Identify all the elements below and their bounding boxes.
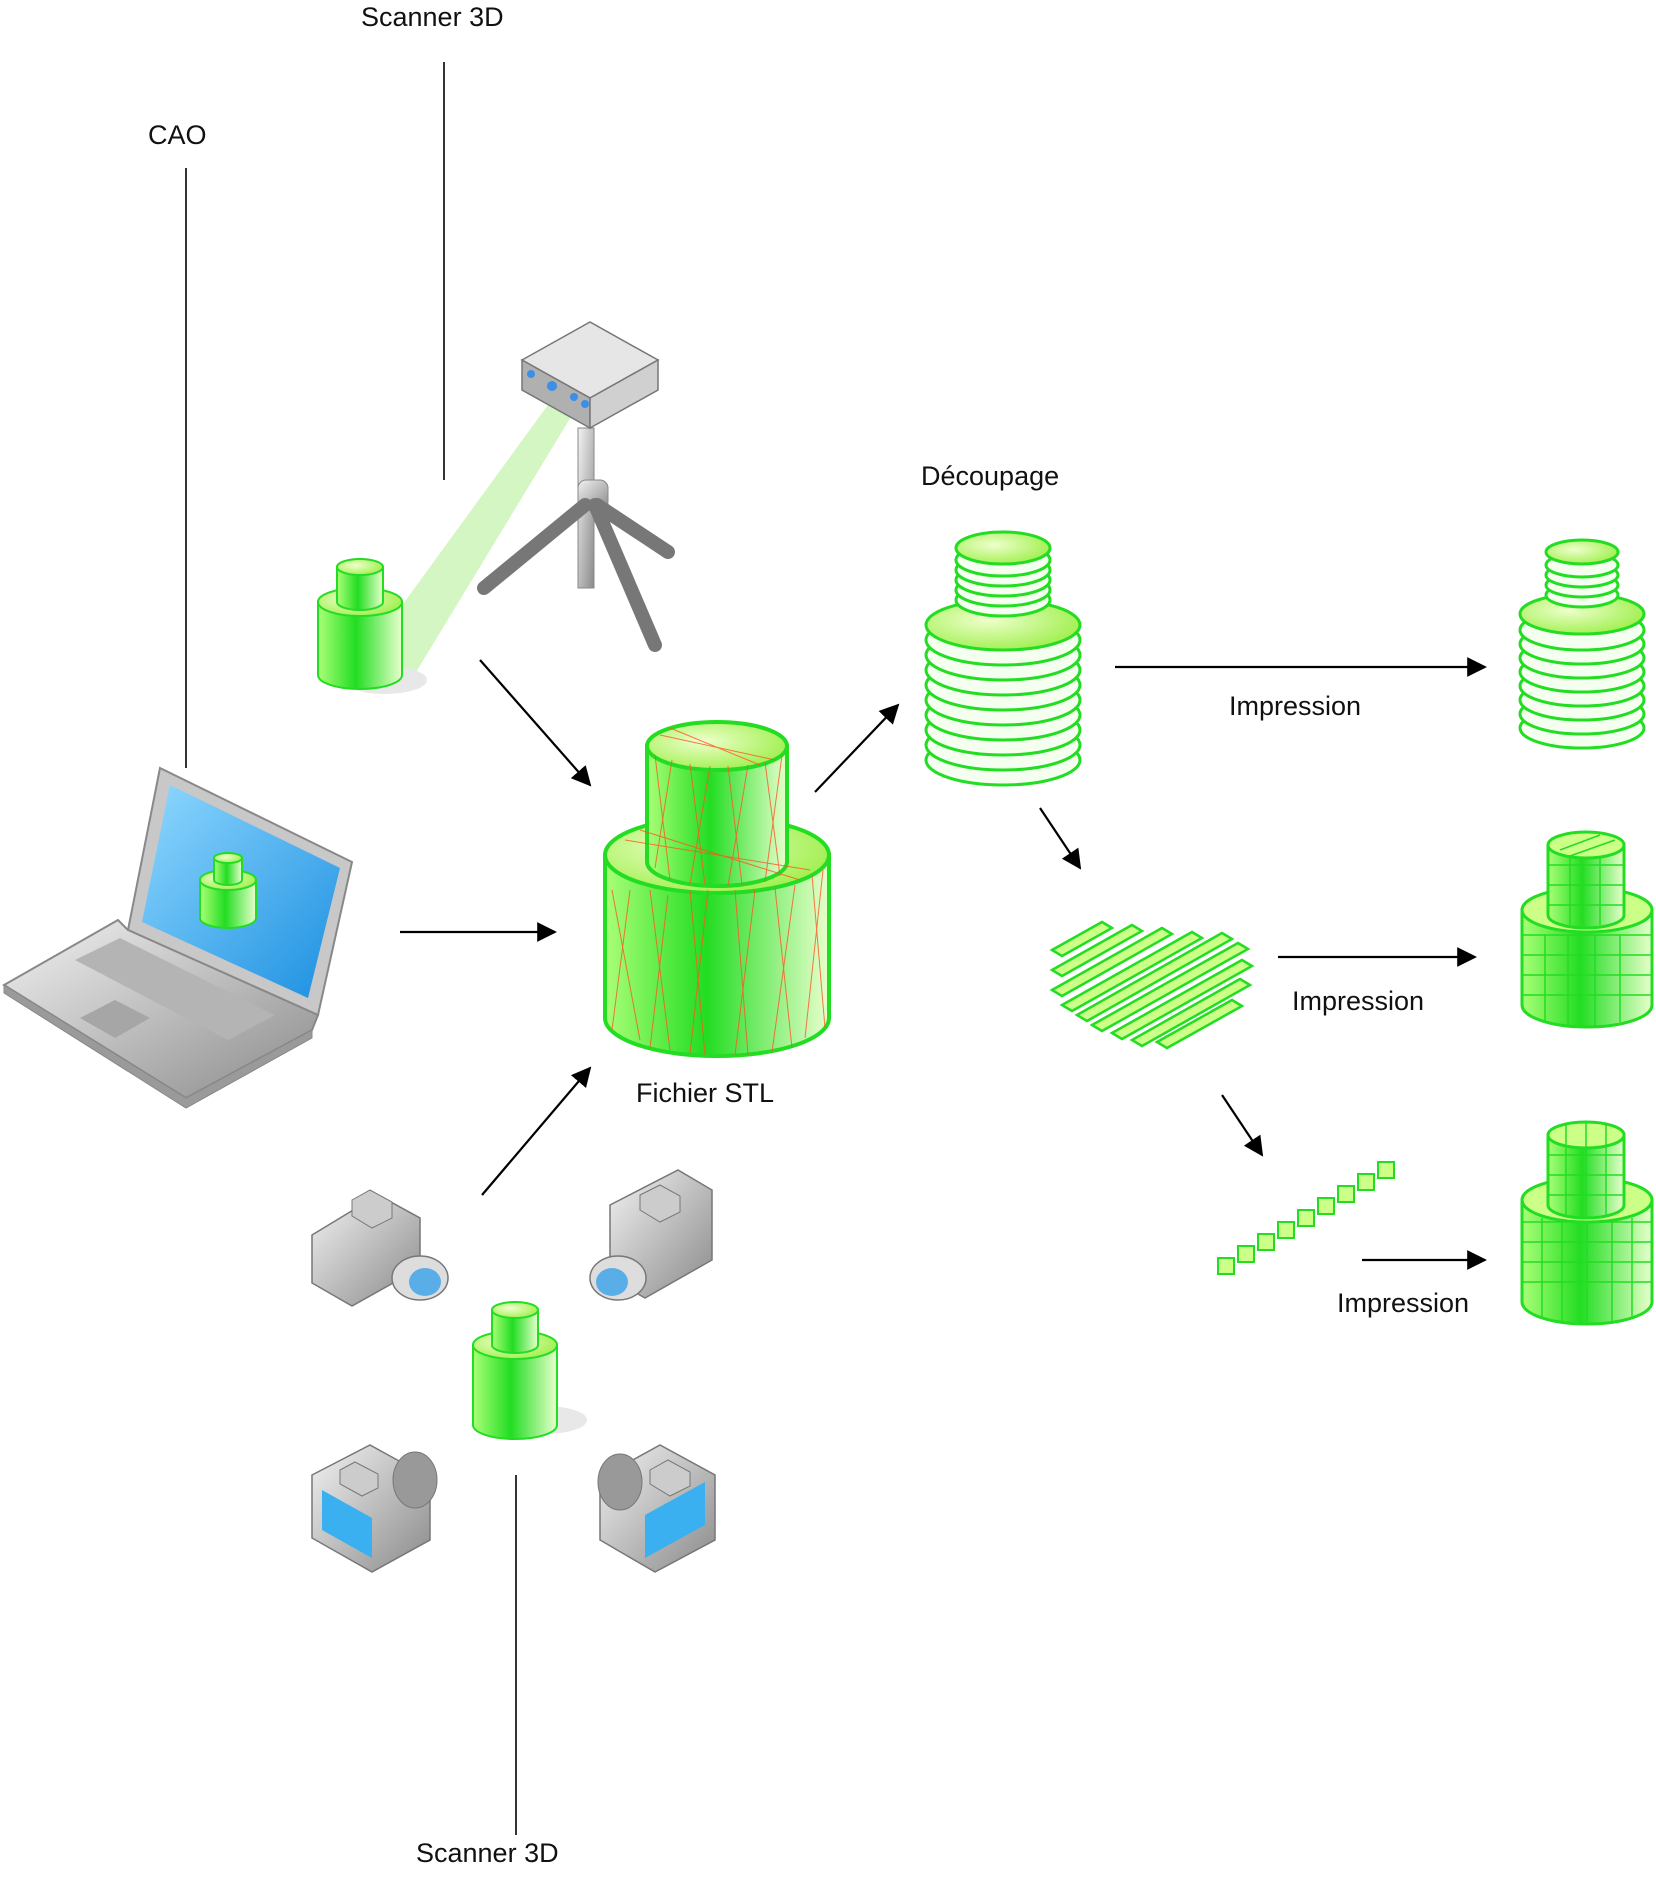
label-cao: CAO <box>148 120 207 150</box>
tripod-leg <box>477 498 592 595</box>
tripod-leg <box>588 498 662 652</box>
laptop-touchpad <box>80 1000 150 1038</box>
arrow-scanner-to-stl <box>479 659 592 787</box>
arrow-photos-to-stl <box>481 1066 592 1196</box>
label-impression-3: Impression <box>1337 1288 1470 1318</box>
camera-icon-2 <box>589 1169 713 1301</box>
printed-object-layered-icon <box>1518 538 1646 750</box>
photographed-object-icon <box>472 1301 587 1440</box>
arrows <box>400 657 1487 1270</box>
scanner-3d-tripod-icon <box>355 321 675 682</box>
label-decoupage: Découpage <box>921 461 1060 491</box>
label-scanner-3d-top: Scanner 3D <box>361 2 504 32</box>
sliced-layer-icon <box>1049 920 1255 1050</box>
sliced-object-icon <box>924 530 1082 787</box>
camera-icon-4 <box>597 1444 716 1573</box>
laptop-keyboard <box>75 938 275 1040</box>
label-impression-2: Impression <box>1292 986 1425 1016</box>
arrow-layer-to-line <box>1221 1094 1264 1157</box>
camera-icon-1 <box>311 1189 449 1307</box>
voxel-line-icon <box>1217 1161 1395 1275</box>
laptop-cao-icon <box>2 766 354 1109</box>
camera-icon-3 <box>311 1444 438 1573</box>
tripod-leg <box>590 498 675 559</box>
printed-object-hatched-icon <box>1520 830 1654 1029</box>
printed-object-grid-icon <box>1520 1120 1654 1326</box>
label-impression-1: Impression <box>1229 691 1362 721</box>
arrow-slicing-to-layer <box>1039 807 1082 870</box>
leader-lines <box>185 62 517 1835</box>
label-scanner-3d-bottom: Scanner 3D <box>416 1838 559 1868</box>
arrow-stl-to-slicing <box>814 703 900 793</box>
scanned-object-icon <box>317 558 427 694</box>
stl-mesh-lines <box>611 727 826 1056</box>
scan-beam <box>355 402 580 682</box>
stl-mesh-object-icon <box>603 720 831 1058</box>
label-fichier-stl: Fichier STL <box>636 1078 775 1108</box>
